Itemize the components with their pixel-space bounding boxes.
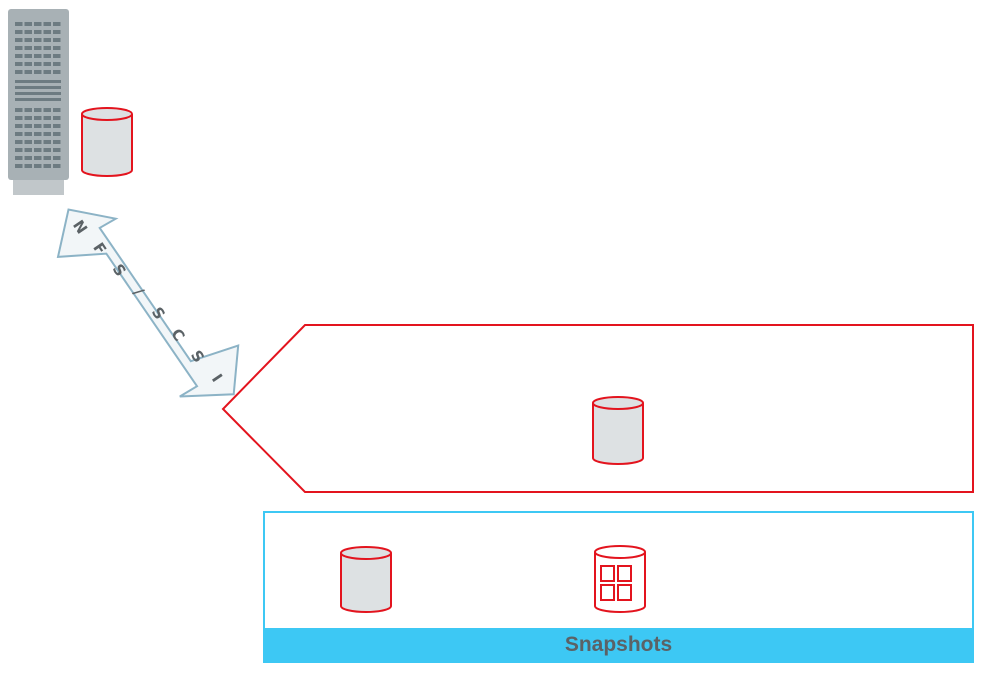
snapshot-volume bbox=[340, 546, 392, 613]
server-slot bbox=[15, 148, 23, 152]
server-slot bbox=[24, 38, 32, 42]
server-slot bbox=[43, 140, 51, 144]
server-slot bbox=[34, 124, 42, 128]
server-slot bbox=[43, 54, 51, 58]
server-slot bbox=[24, 54, 32, 58]
server-slot bbox=[15, 164, 23, 168]
server-slot bbox=[43, 148, 51, 152]
snapshot-tile bbox=[600, 565, 615, 582]
server-slot bbox=[24, 22, 32, 26]
server-slot bbox=[34, 30, 42, 34]
server-slot bbox=[24, 30, 32, 34]
server-slot bbox=[24, 62, 32, 66]
server-slot bbox=[15, 132, 23, 136]
database-cylinder-icon bbox=[81, 107, 133, 177]
server-slot bbox=[24, 140, 32, 144]
server-slot bbox=[34, 156, 42, 160]
server-slot bbox=[43, 116, 51, 120]
server-slot bbox=[53, 54, 61, 58]
server-slot bbox=[43, 22, 51, 26]
server-slot bbox=[15, 140, 23, 144]
server-slot bbox=[53, 148, 61, 152]
server-slot bbox=[43, 46, 51, 50]
server-slot bbox=[53, 164, 61, 168]
server-slot bbox=[53, 140, 61, 144]
server-slot bbox=[15, 54, 23, 58]
snapshot-tile bbox=[600, 584, 615, 601]
server-slot bbox=[24, 132, 32, 136]
server-slot bbox=[34, 38, 42, 42]
server-slot bbox=[24, 156, 32, 160]
server-slot bbox=[53, 38, 61, 42]
server-slot bbox=[53, 124, 61, 128]
server-slot bbox=[34, 62, 42, 66]
server-slot bbox=[34, 140, 42, 144]
server-slot bbox=[15, 124, 23, 128]
server-slot bbox=[34, 54, 42, 58]
server-slot bbox=[43, 124, 51, 128]
server-bay bbox=[15, 86, 61, 89]
server-slot bbox=[53, 70, 61, 74]
snapshot-tile bbox=[617, 584, 632, 601]
primary-volume bbox=[592, 396, 644, 465]
server-slot bbox=[53, 62, 61, 66]
snapshots-label: Snapshots bbox=[564, 633, 673, 656]
server-slot bbox=[24, 108, 32, 112]
server-slot bbox=[43, 70, 51, 74]
server-slot bbox=[34, 116, 42, 120]
snapshot-tile bbox=[617, 565, 632, 582]
server-slot bbox=[24, 116, 32, 120]
server-slot bbox=[53, 46, 61, 50]
server-slot bbox=[15, 46, 23, 50]
server-slot bbox=[43, 108, 51, 112]
server-slot bbox=[43, 132, 51, 136]
server-slot bbox=[53, 132, 61, 136]
server-slot bbox=[15, 116, 23, 120]
server-slot bbox=[34, 22, 42, 26]
server-slot bbox=[34, 108, 42, 112]
server-slot bbox=[15, 30, 23, 34]
server-bay bbox=[15, 98, 61, 101]
server-slot bbox=[53, 30, 61, 34]
server-slot bbox=[15, 70, 23, 74]
database-cylinder-icon bbox=[340, 546, 392, 613]
server-slot bbox=[53, 22, 61, 26]
server-slot bbox=[15, 22, 23, 26]
server-bay bbox=[15, 80, 61, 83]
server-slot bbox=[53, 156, 61, 160]
host-volume bbox=[81, 107, 133, 177]
server-bay bbox=[15, 92, 61, 95]
server-slot bbox=[15, 108, 23, 112]
snapshot-database-icon bbox=[594, 545, 646, 613]
server-slot bbox=[43, 164, 51, 168]
server-slot bbox=[24, 124, 32, 128]
server-slot bbox=[43, 38, 51, 42]
server-slot bbox=[34, 46, 42, 50]
server-slot bbox=[24, 164, 32, 168]
server-slot bbox=[53, 116, 61, 120]
server-slot bbox=[15, 156, 23, 160]
server-slot bbox=[43, 62, 51, 66]
server-slot bbox=[34, 132, 42, 136]
server-slot bbox=[34, 70, 42, 74]
server-slot bbox=[24, 148, 32, 152]
database-cylinder-icon bbox=[592, 396, 644, 465]
server-rack-icon bbox=[8, 9, 69, 195]
server-slot bbox=[43, 156, 51, 160]
server-slot bbox=[15, 38, 23, 42]
server-slot bbox=[34, 148, 42, 152]
server-slot bbox=[53, 108, 61, 112]
server-slot bbox=[24, 70, 32, 74]
snapshots-bar: Snapshots bbox=[264, 628, 973, 662]
server-slot bbox=[15, 62, 23, 66]
server-slot bbox=[43, 30, 51, 34]
server-slot bbox=[34, 164, 42, 168]
server-slot bbox=[24, 46, 32, 50]
